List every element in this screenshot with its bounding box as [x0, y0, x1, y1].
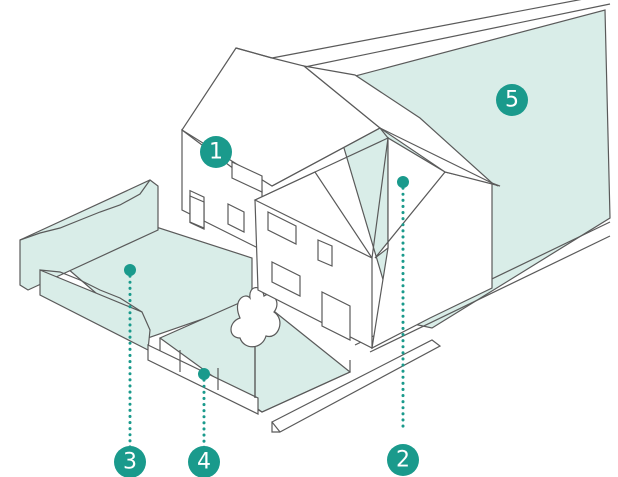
marker-1: 1: [200, 136, 232, 168]
leader-dot-2: [397, 176, 409, 188]
leader-dot-3: [124, 264, 136, 276]
leader-lines: [128, 180, 405, 454]
marker-4-label: 4: [197, 450, 211, 475]
marker-5-label: 5: [505, 88, 519, 113]
leader-dots: [124, 176, 409, 380]
marker-3: 3: [114, 446, 146, 477]
marker-2-label: 2: [396, 448, 410, 473]
marker-3-label: 3: [123, 450, 137, 475]
tree: [230, 287, 281, 398]
marker-5: 5: [496, 84, 528, 116]
front-house: [253, 127, 389, 349]
marker-1-label: 1: [209, 140, 223, 165]
pavement: [271, 339, 442, 433]
house-side-wall: [301, 65, 501, 350]
leader-dot-4: [198, 368, 210, 380]
marker-4: 4: [188, 446, 220, 477]
back-garden: [19, 179, 253, 351]
marker-2: 2: [387, 444, 419, 476]
